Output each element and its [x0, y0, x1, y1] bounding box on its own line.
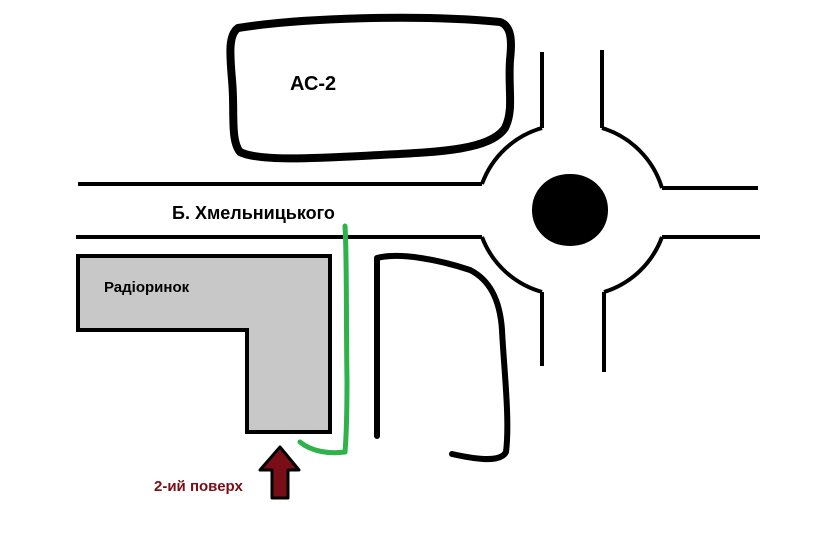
roundabout-arc-bottom-left: [480, 236, 543, 294]
route-path: [297, 223, 350, 456]
roundabout-arc-bottom-right: [603, 236, 664, 294]
street-name-label: Б. Хмельницького: [172, 203, 335, 223]
floor-label: 2-ий поверх: [154, 478, 243, 495]
roundabout-arc-top-right: [601, 126, 664, 189]
building-ac2-outline: [226, 13, 515, 163]
arrow-up-icon: [258, 445, 301, 500]
building-ac2-label: АС-2: [290, 73, 337, 95]
roundabout-arc-top-left: [480, 126, 543, 185]
roundabout-center: [531, 173, 609, 247]
block-outline: [374, 252, 511, 462]
radio-market-building: [76, 254, 332, 434]
radio-market-label: Радіоринок: [104, 279, 190, 296]
